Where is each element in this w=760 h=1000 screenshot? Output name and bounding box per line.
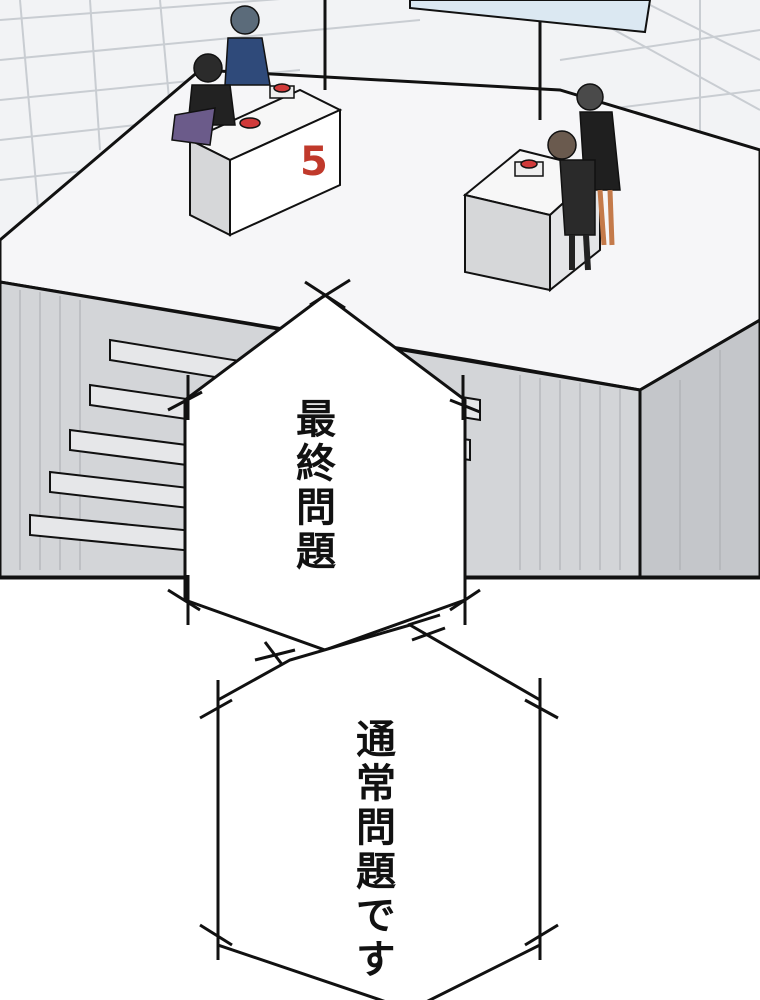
- buzzer-icon: [520, 159, 538, 169]
- speech-bubble-2: [199, 613, 559, 1000]
- podium-number: 5: [300, 139, 328, 185]
- character-left-girl: [171, 53, 236, 146]
- speech-bubble-1: [167, 278, 481, 676]
- character-right-girl: [547, 130, 596, 271]
- character-left-boy: [224, 5, 271, 86]
- left-podium: 5: [187, 83, 343, 237]
- speech-text-normal-question: 通常問題です: [349, 718, 395, 982]
- stage-right-face: [638, 318, 760, 580]
- buzzer-icon: [239, 117, 261, 129]
- character-right-woman: [576, 83, 621, 246]
- hanging-sign: [409, 0, 652, 34]
- buzzer-icon: [273, 83, 291, 93]
- speech-text-final-question: 最終問題: [289, 398, 335, 574]
